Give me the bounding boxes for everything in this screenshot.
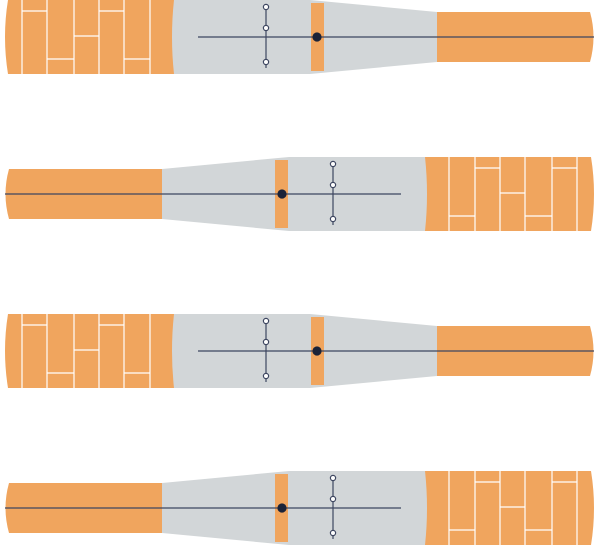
panel-4 xyxy=(5,471,594,545)
filled-dot xyxy=(277,189,287,199)
panel-2 xyxy=(5,157,594,231)
tile-pattern xyxy=(21,314,151,388)
panel-3 xyxy=(5,314,594,388)
filled-dot xyxy=(277,503,287,513)
panel-1 xyxy=(5,0,594,74)
open-marker xyxy=(262,58,270,66)
open-marker xyxy=(262,24,270,32)
open-marker xyxy=(329,215,337,223)
open-marker xyxy=(329,160,337,168)
open-marker xyxy=(329,529,337,537)
filled-dot xyxy=(312,346,322,356)
filled-dot xyxy=(312,32,322,42)
tile-pattern xyxy=(21,0,151,74)
tile-pattern xyxy=(448,157,578,231)
open-marker xyxy=(329,495,337,503)
open-marker xyxy=(262,317,270,325)
open-marker xyxy=(329,181,337,189)
open-marker xyxy=(262,372,270,380)
open-marker xyxy=(262,3,270,11)
open-marker xyxy=(329,474,337,482)
open-marker xyxy=(262,338,270,346)
tile-pattern xyxy=(448,471,578,545)
